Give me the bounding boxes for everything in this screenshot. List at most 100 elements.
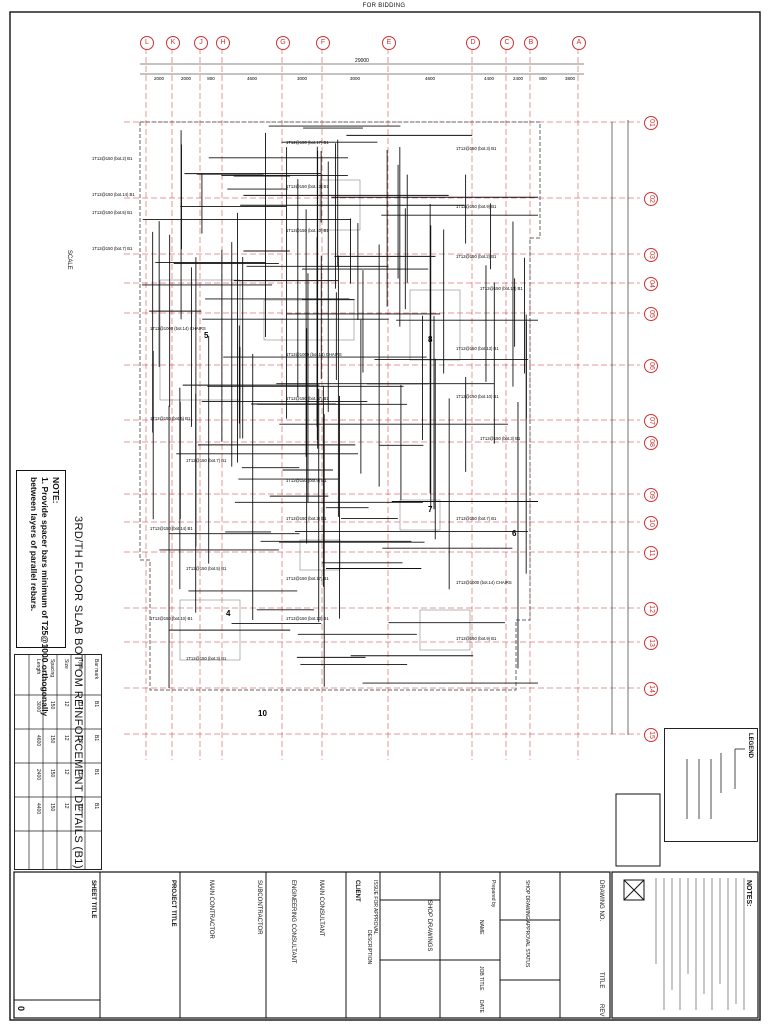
overall-dimension: 29000 bbox=[355, 58, 369, 64]
rebar-callout: 1T12@150 (bot.7) B1 bbox=[92, 246, 133, 251]
rebar-callout: 1T12@150 (bot.17) B1 bbox=[286, 140, 329, 145]
grid-bubble-09: 09 bbox=[644, 488, 658, 502]
grid-bubble-04: 04 bbox=[644, 277, 658, 291]
opening-5 bbox=[419, 609, 471, 651]
rebar-callout: 1T12@1000 (bot.14) CHAIRS bbox=[456, 580, 512, 585]
opening-4 bbox=[299, 539, 341, 571]
revision-number: 0 bbox=[16, 1006, 26, 1012]
rebar-callouts: 1T12@150 (bot.2) B1 1T12@150 (bot.14) B1 1… bbox=[92, 140, 523, 718]
title-label: TITLE bbox=[598, 972, 604, 989]
subcontractor-label: SUBCONTRACTOR bbox=[256, 880, 262, 935]
schedule-cell: 150 bbox=[49, 735, 55, 744]
dimension-9: 800 bbox=[539, 76, 547, 81]
prepared-by-label: Prepared by bbox=[490, 880, 496, 908]
grid-bubble-12: 12 bbox=[644, 602, 658, 616]
grid-bubble-06: 06 bbox=[644, 359, 658, 373]
grid-bubble-L: L bbox=[140, 36, 154, 50]
schedule-cell: 150 bbox=[49, 769, 55, 778]
schedule-cell: 150 bbox=[49, 803, 55, 812]
schedule-cell: 12 bbox=[63, 769, 69, 775]
grid-bubble-A: A bbox=[572, 36, 586, 50]
schedule-header-1: Bar mark bbox=[93, 659, 99, 680]
name-label: NAME bbox=[478, 920, 484, 935]
grid-bubble-03: 03 bbox=[644, 248, 658, 262]
schedule-cell: B1 bbox=[93, 701, 99, 708]
description-label: DESCRIPTION bbox=[366, 930, 372, 965]
main-contractor-label: MAIN CONTRACTOR bbox=[208, 880, 214, 939]
rebar-callout: 1T12@150 (bot.10) B1 bbox=[456, 394, 499, 399]
rebar-callout: 1T12@150 (bot.7) B1 bbox=[456, 516, 497, 521]
grid-bubble-J: J bbox=[194, 36, 208, 50]
rebar-callout: 1T12@150 (bot.3) B1 bbox=[480, 436, 521, 441]
grid-bubble-07: 07 bbox=[644, 414, 658, 428]
general-notes-lines bbox=[655, 878, 745, 1010]
drawing-no-label: DRAWING NO. bbox=[598, 880, 604, 922]
grid-bubble-H: H bbox=[216, 36, 230, 50]
job-title-label: JOB TITLE bbox=[478, 966, 484, 991]
rebar-callout: 1T12@1000 (bot.14) CHAIRS bbox=[150, 326, 206, 331]
approval-status-label: SHOP DRAWING APPROVAL STATUS bbox=[524, 880, 530, 968]
dimension-2: 800 bbox=[207, 76, 215, 81]
rebar-callout: 1T12@150 (bot.7) B1 bbox=[186, 458, 227, 463]
grid-bubble-01: 01 bbox=[644, 116, 658, 130]
rebar-callout: 1T12@150 (bot.2) B1 bbox=[286, 516, 327, 521]
opening-2 bbox=[409, 289, 461, 361]
dimension-5: 3000 bbox=[350, 76, 361, 81]
opening-0 bbox=[263, 299, 355, 341]
rebar-callout: 1T12@150 (bot.14) B1 bbox=[480, 286, 523, 291]
legend-symbols bbox=[686, 748, 745, 819]
grid-bubble-G: G bbox=[276, 36, 290, 50]
engineering-consultant-label: ENGINEERING CONSULTANT bbox=[290, 880, 296, 964]
sheet-border bbox=[9, 11, 761, 1021]
schedule-cell: 3000 bbox=[35, 701, 41, 713]
issue-label: ISSUE FOR APPROVAL bbox=[372, 880, 378, 935]
plan-scale: SCALE bbox=[66, 250, 72, 270]
rebar-callout: 1T12@150 (bot.5) B1 bbox=[92, 210, 133, 215]
rebar-callout: 1T12@1000 (bot.14) CHAIRS bbox=[286, 352, 342, 357]
rebar-callout: 1T12@150 (bot.10) B1 bbox=[150, 616, 193, 621]
rebar-callout: 1T12@150 (bot.13) B1 bbox=[286, 616, 329, 621]
schedule-cell: 4600 bbox=[35, 735, 41, 747]
schedule-cell: 2400 bbox=[35, 769, 41, 781]
rebar-callout: 1T12@150 (bot.17) B1 bbox=[286, 396, 329, 401]
project-title-label: PROJECT TITLE bbox=[170, 880, 176, 927]
grid-bubble-D: D bbox=[466, 36, 480, 50]
schedule-cell: 150 bbox=[49, 701, 55, 710]
schedule-grid bbox=[15, 655, 101, 869]
rebar-callout: 1T12@150 (bot.3) B1 bbox=[186, 656, 227, 661]
logo-hatch bbox=[623, 879, 645, 901]
client-label: CLIENT bbox=[354, 880, 360, 902]
dimension-6: 4600 bbox=[425, 76, 436, 81]
grid-bubble-11: 11 bbox=[644, 546, 658, 560]
dimension-4: 3000 bbox=[297, 76, 308, 81]
panel-mark-10: 10 bbox=[258, 709, 267, 718]
rebar-callout: 1T12@150 (bot.3) B1 bbox=[456, 146, 497, 151]
rebar-callout: 1T12@150 (bot.10) B1 bbox=[286, 228, 329, 233]
date-label: DATE bbox=[478, 1000, 484, 1013]
grid-bubble-15: 15 bbox=[644, 728, 658, 742]
panel-mark-5: 5 bbox=[204, 331, 209, 340]
shop-drawings-label: SHOP DRAWINGS bbox=[426, 900, 432, 952]
dimension-8: 2400 bbox=[513, 76, 524, 81]
schedule-cell: B1 bbox=[93, 735, 99, 742]
schedule-header-2: Type bbox=[77, 659, 83, 670]
opening-6 bbox=[159, 279, 241, 401]
general-notes bbox=[612, 864, 756, 1014]
main-consultant-label: MAIN CONSULTANT bbox=[318, 880, 324, 937]
title-block-frame bbox=[13, 793, 759, 1019]
schedule-cell: 4400 bbox=[35, 803, 41, 815]
grid-bubble-E: E bbox=[382, 36, 396, 50]
note-box: NOTE: 1. Provide spacer bars minimum of … bbox=[16, 470, 66, 716]
bar-schedule-table: Bar mark Type Size Spacing Length B1 T12… bbox=[14, 654, 102, 870]
sheet-title-label: SHEET TITLE bbox=[90, 880, 96, 919]
rebar-callout: 1T12@150 (bot.13) B1 bbox=[456, 346, 499, 351]
schedule-cell: T12 bbox=[77, 735, 83, 744]
schedule-cell: T12 bbox=[77, 701, 83, 710]
opening-3 bbox=[399, 499, 441, 531]
schedule-cell: 12 bbox=[63, 735, 69, 741]
schedule-cell: T12 bbox=[77, 769, 83, 778]
rev-label: REV bbox=[598, 1004, 604, 1017]
panel-mark-4: 4 bbox=[226, 609, 231, 618]
